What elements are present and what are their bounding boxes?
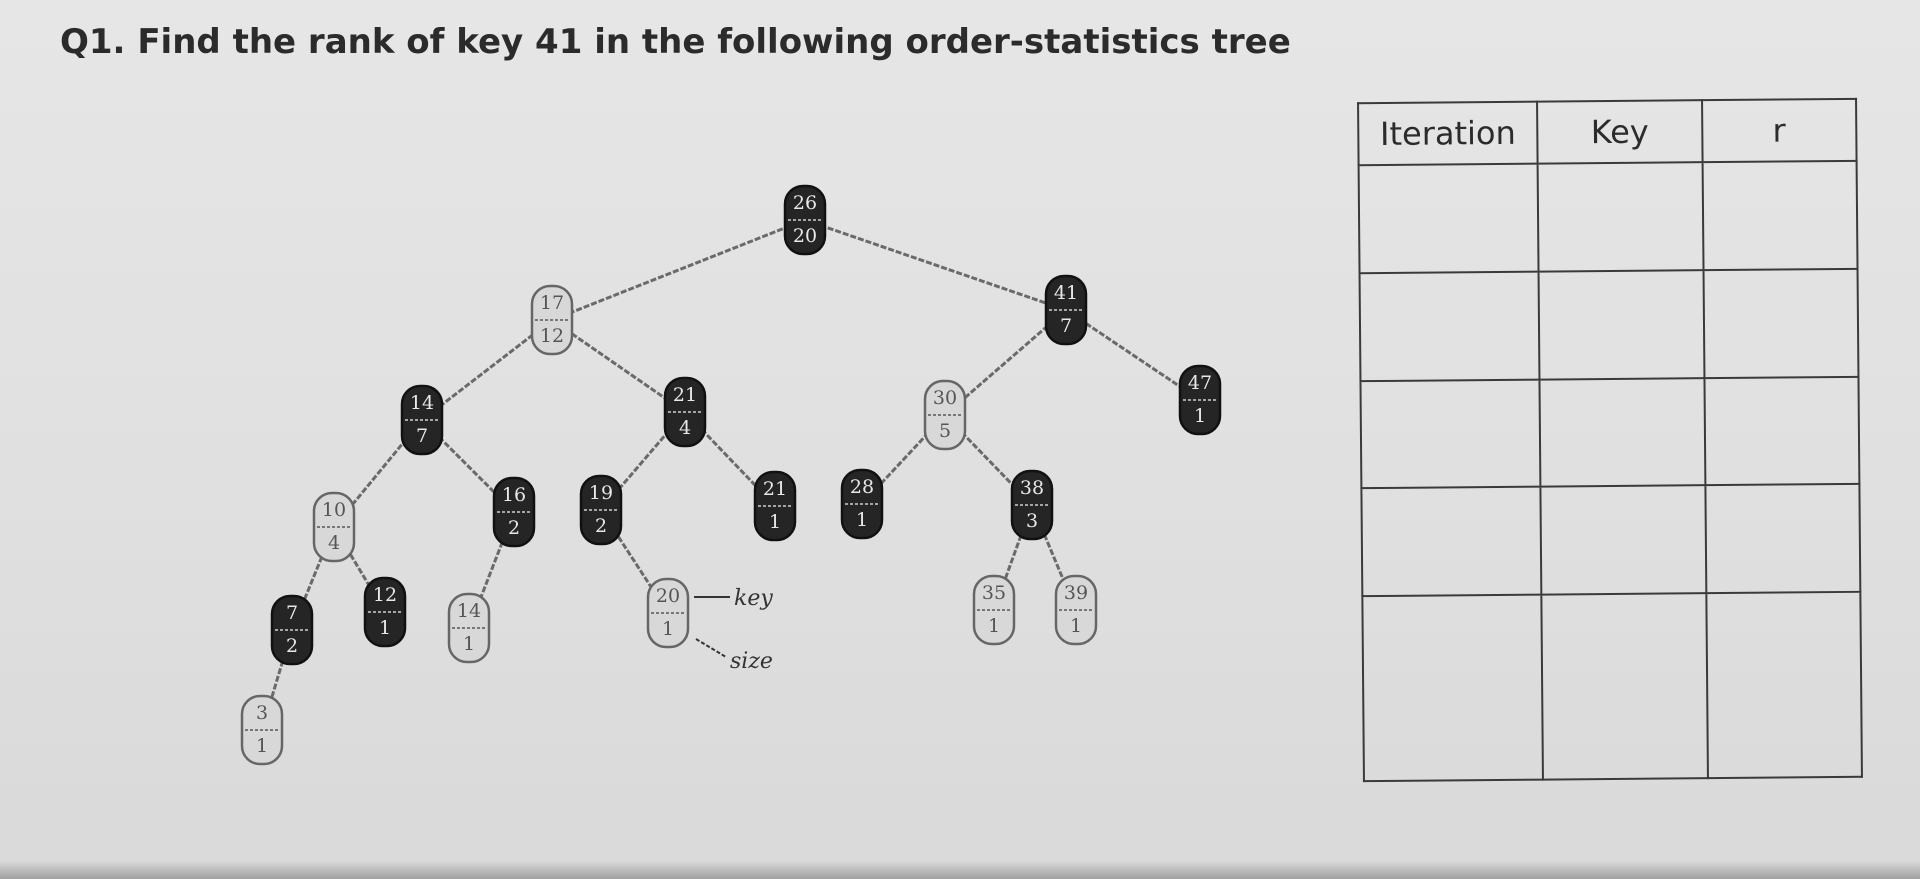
table-cell[interactable]	[1360, 379, 1541, 489]
node-size: 7	[1060, 315, 1072, 337]
node-key: 21	[763, 478, 787, 500]
node-key: 7	[286, 602, 298, 624]
table-cell[interactable]	[1362, 594, 1544, 782]
tree-node: 72	[270, 594, 314, 666]
size-annotation: size	[730, 649, 773, 674]
node-size: 1	[769, 511, 781, 533]
answer-table: Iteration Key r	[1357, 98, 1863, 782]
node-key: 35	[982, 582, 1006, 604]
tree-node: 14 1	[447, 592, 491, 664]
tree-edge	[421, 318, 553, 422]
node-key: 12	[373, 584, 397, 606]
tree-node: 26 20	[783, 184, 827, 256]
table-cell[interactable]	[1359, 271, 1540, 381]
tree-node: 38 3	[1010, 469, 1054, 541]
tree-edge	[1065, 308, 1201, 402]
tree-node: 28 1	[840, 468, 884, 540]
table-cell[interactable]	[1702, 160, 1858, 270]
table-cell[interactable]	[1704, 376, 1860, 486]
tree-node: 20 1	[646, 577, 690, 649]
table-cell[interactable]	[1537, 162, 1704, 272]
table-cell[interactable]	[1541, 593, 1708, 780]
node-size: 1	[463, 633, 475, 655]
tree-edge	[551, 318, 686, 414]
node-size: 4	[679, 417, 691, 439]
tree-node: 10 4	[312, 491, 356, 563]
table-cell[interactable]	[1704, 484, 1861, 594]
node-key: 20	[656, 585, 680, 607]
table-cell[interactable]	[1538, 269, 1705, 380]
size-pointer-line	[695, 638, 727, 658]
node-size: 20	[793, 225, 817, 247]
node-key: 3	[256, 702, 268, 724]
tree-node: 19 2	[579, 474, 623, 546]
node-key: 21	[673, 384, 697, 406]
node-key: 30	[933, 387, 957, 409]
node-key: 10	[322, 499, 346, 521]
table-cell[interactable]	[1703, 268, 1859, 378]
header-key: Key	[1537, 100, 1703, 164]
node-size: 3	[1026, 510, 1038, 532]
table-cell[interactable]	[1539, 377, 1705, 487]
node-size: 1	[662, 618, 674, 640]
node-size: 1	[856, 509, 868, 531]
tree-edge	[551, 218, 806, 322]
table-row	[1360, 376, 1860, 489]
node-key: 17	[540, 292, 564, 314]
header-r: r	[1701, 98, 1857, 163]
table-cell[interactable]	[1540, 485, 1706, 595]
page-edge-shadow	[0, 861, 1920, 879]
tree-node: 30 5	[923, 379, 967, 451]
table-row	[1361, 484, 1861, 597]
node-key: 39	[1064, 582, 1088, 604]
node-size: 1	[379, 617, 391, 639]
node-size: 1	[1194, 405, 1206, 427]
node-key: 14	[410, 392, 434, 414]
node-key: 28	[850, 476, 874, 498]
tree-node: 12 1	[363, 576, 407, 648]
tree-node: 21 1	[753, 470, 797, 542]
node-key: 41	[1054, 282, 1078, 304]
tree-edge	[804, 218, 1067, 312]
node-key: 19	[589, 482, 613, 504]
tree-node: 47 1	[1178, 364, 1222, 436]
header-iteration: Iteration	[1358, 101, 1538, 166]
key-annotation: key	[734, 586, 773, 611]
table-row	[1359, 268, 1859, 381]
node-size: 1	[1070, 615, 1082, 637]
tree-node: 41 7	[1044, 274, 1088, 346]
node-key: 38	[1020, 477, 1044, 499]
node-size: 1	[256, 735, 268, 757]
table-cell[interactable]	[1358, 163, 1539, 273]
tree-node: 31	[240, 694, 284, 766]
node-size: 2	[508, 517, 520, 539]
tree-node: 39 1	[1054, 574, 1098, 646]
node-size: 2	[286, 635, 298, 657]
node-size: 1	[988, 615, 1000, 637]
table-row	[1358, 160, 1858, 273]
node-size: 4	[328, 532, 340, 554]
table-header-row: Iteration Key r	[1358, 98, 1857, 166]
node-key: 47	[1188, 372, 1212, 394]
table-cell[interactable]	[1705, 591, 1862, 779]
node-key: 14	[457, 600, 481, 622]
tree-node: 14 7	[400, 384, 444, 456]
node-key: 16	[502, 484, 526, 506]
node-size: 12	[540, 325, 564, 347]
node-size: 2	[595, 515, 607, 537]
table-row	[1362, 591, 1862, 782]
table-cell[interactable]	[1361, 486, 1542, 597]
question-title: Q1. Find the rank of key 41 in the follo…	[60, 22, 1291, 62]
tree-node: 35 1	[972, 574, 1016, 646]
node-size: 7	[416, 425, 428, 447]
node-size: 5	[939, 420, 951, 442]
tree-node: 16 2	[492, 476, 536, 548]
node-key: 26	[793, 192, 817, 214]
tree-node: 21 4	[663, 376, 707, 448]
answer-table-container: Iteration Key r	[1357, 98, 1863, 782]
